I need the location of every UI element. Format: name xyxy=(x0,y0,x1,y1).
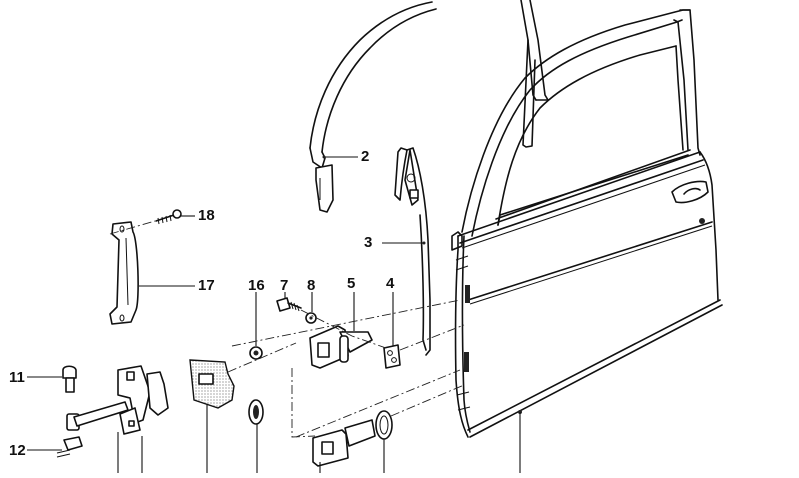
callout-5: 5 xyxy=(347,275,356,292)
callout-8: 8 xyxy=(307,277,316,294)
stippled-cover-plate xyxy=(189,342,297,473)
parts-11-12-check-strap xyxy=(27,365,169,473)
callout-3: 3 xyxy=(364,234,373,251)
lower-hinge xyxy=(291,368,465,473)
callout-7: 7 xyxy=(280,277,289,294)
part-2-frame-trim xyxy=(309,1,437,213)
part-4-hinge-plate xyxy=(383,292,401,369)
callout-12: 12 xyxy=(9,442,26,459)
part-5-upper-hinge xyxy=(309,292,373,369)
parts-17-18-pull-handle xyxy=(109,209,195,325)
callout-17: 17 xyxy=(198,277,215,294)
callout-11: 11 xyxy=(9,369,25,386)
part-3-guide-rail xyxy=(382,147,431,356)
callout-18: 18 xyxy=(198,207,215,224)
parts-7-8-16-fasteners xyxy=(249,292,387,360)
grommets xyxy=(248,399,393,473)
door-shell xyxy=(451,0,723,438)
callout-16: 16 xyxy=(248,277,265,294)
callout-4: 4 xyxy=(386,275,395,292)
callout-2: 2 xyxy=(361,148,370,165)
